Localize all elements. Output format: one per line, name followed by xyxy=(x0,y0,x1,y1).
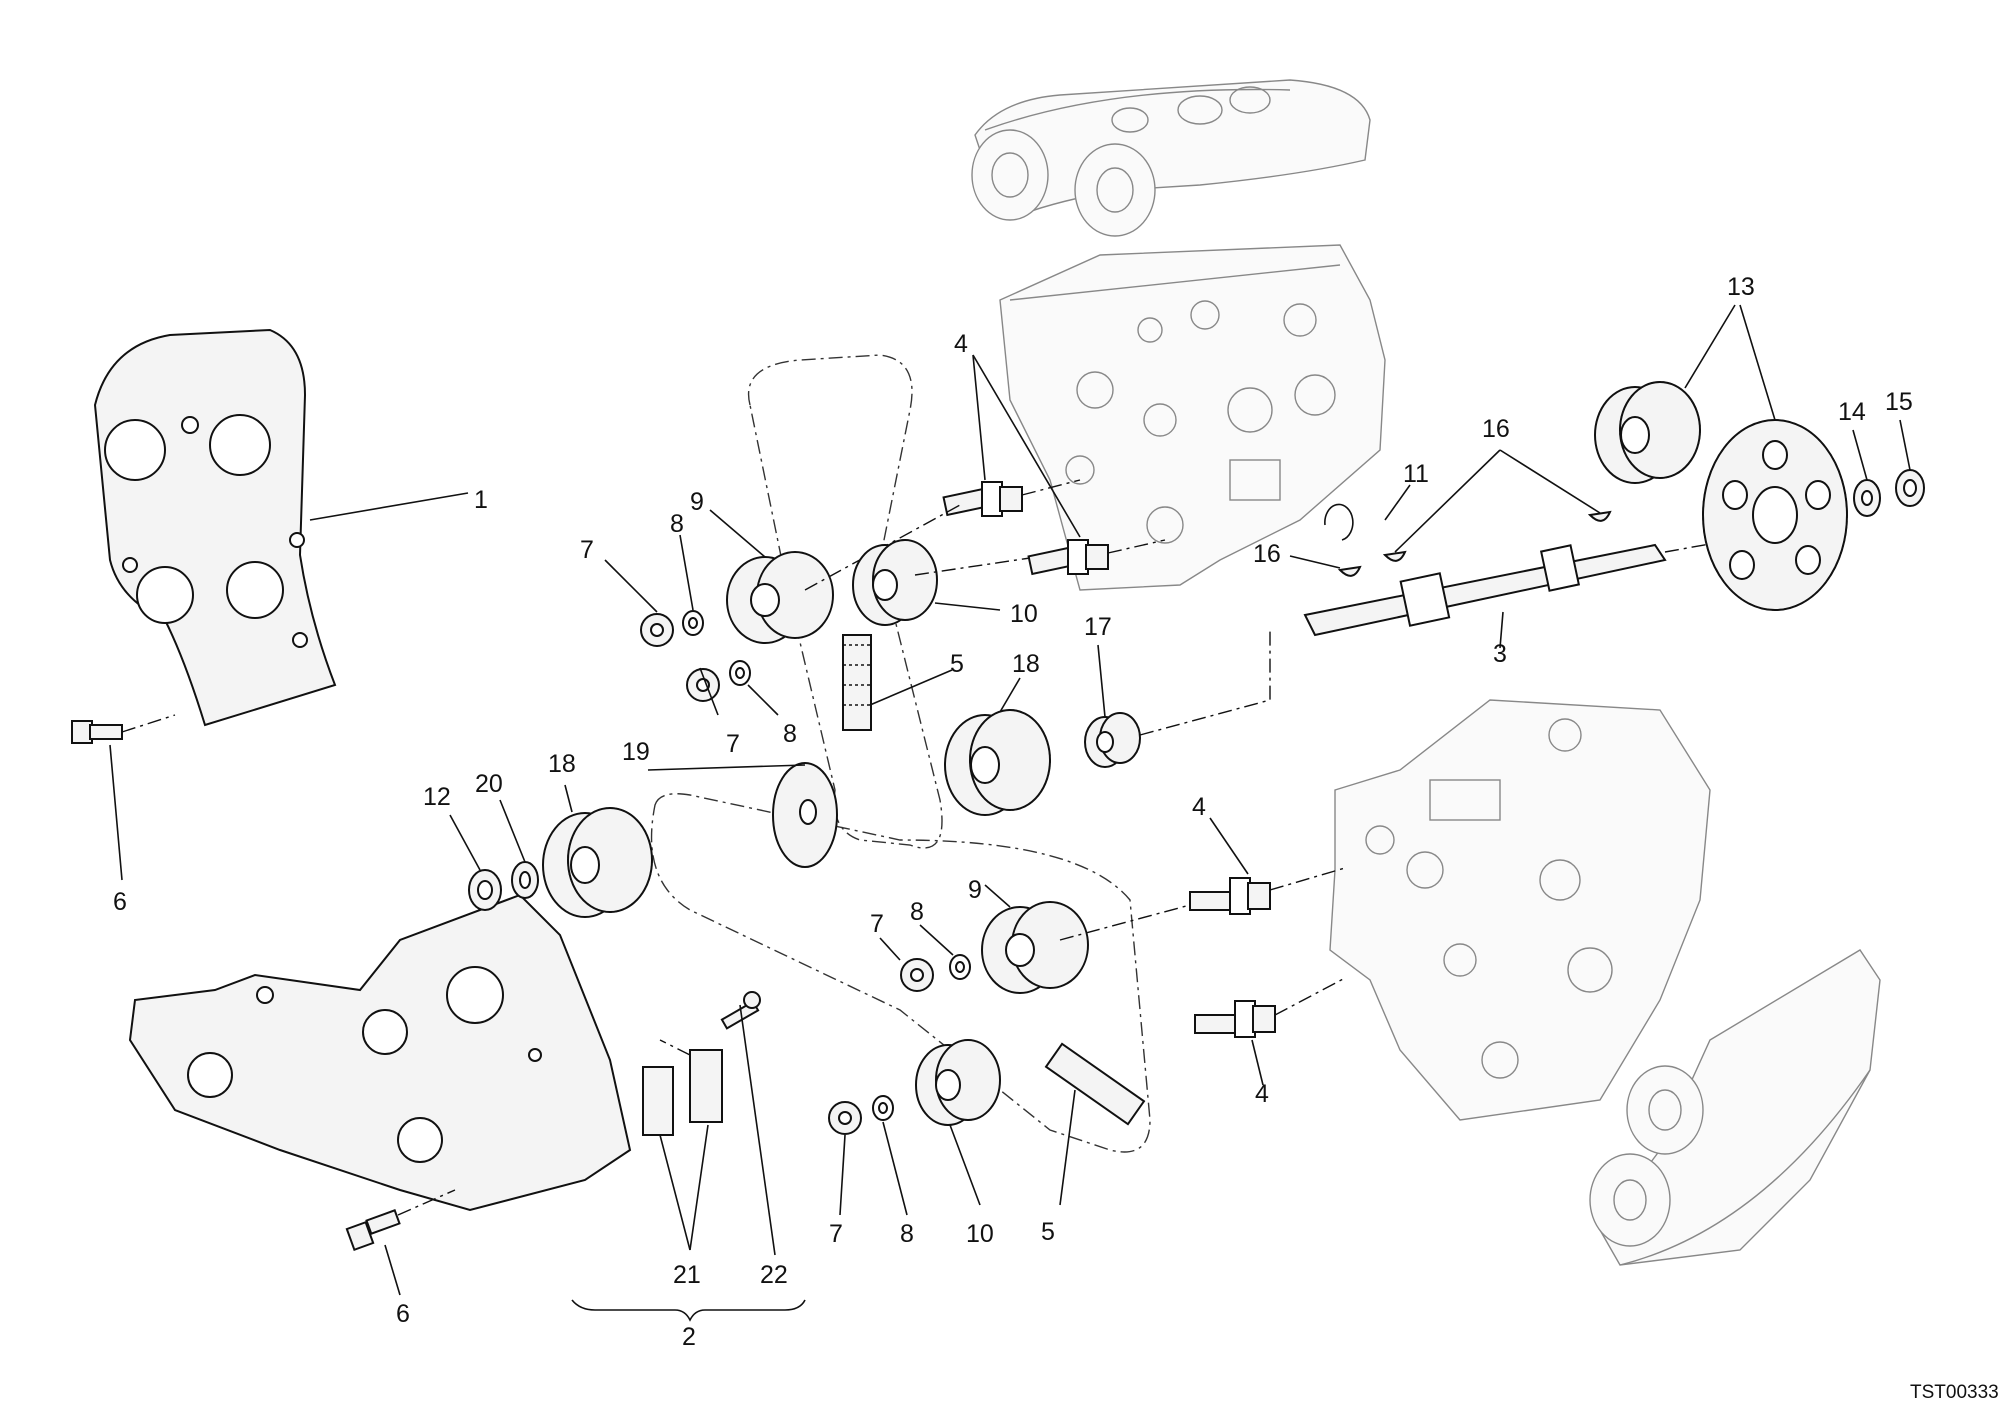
callout-8: 8 xyxy=(783,720,797,748)
stud-4-lower-a xyxy=(1189,867,1346,915)
callout-19: 19 xyxy=(622,738,650,766)
screw-6-upper xyxy=(71,714,176,744)
woodruff-key-16-b xyxy=(1337,565,1362,577)
callout-7: 7 xyxy=(829,1220,843,1248)
callout-20: 20 xyxy=(475,770,503,798)
screw-6-lower xyxy=(345,1189,456,1252)
tensioner-pulley-9-b xyxy=(981,901,1191,994)
ghost-upper-cylinder-head xyxy=(999,244,1386,591)
woodruff-key-16-a xyxy=(1382,550,1407,562)
callout-7: 7 xyxy=(870,910,884,938)
leader-lines xyxy=(109,304,1911,1322)
idler-roller-10-a xyxy=(852,539,1031,626)
callout-11: 11 xyxy=(1403,460,1429,488)
callout-8: 8 xyxy=(670,510,684,538)
circlip-11 xyxy=(1324,503,1354,541)
stud-4-lower-b xyxy=(1194,977,1346,1038)
lower-belt-cover xyxy=(128,893,632,1212)
callout-16: 16 xyxy=(1482,415,1510,443)
nut-7-c xyxy=(900,958,934,992)
sprocket-13-large xyxy=(1702,419,1848,611)
nut-7-d xyxy=(828,1101,862,1135)
callout-13: 13 xyxy=(1727,273,1755,301)
callout-labels: 1 4 4 4 5 5 6 6 7 7 7 7 8 8 8 8 9 9 10 1… xyxy=(113,273,1913,1351)
callout-17: 17 xyxy=(1084,613,1112,641)
callout-10: 10 xyxy=(1010,600,1038,628)
tensioner-pulley-9-a xyxy=(726,504,961,644)
washer-8-c xyxy=(949,954,971,980)
ghost-lower-camshaft-assembly xyxy=(1589,949,1881,1266)
jackshaft xyxy=(1303,534,1761,637)
timing-belt-lower xyxy=(650,793,1151,1153)
nut-12 xyxy=(468,869,502,911)
ghost-top-camshaft-assembly xyxy=(971,79,1371,237)
callout-1: 1 xyxy=(474,486,488,514)
spacer-ring-20 xyxy=(511,861,539,899)
toothed-pulley-18-a xyxy=(944,709,1051,816)
washer-8-d xyxy=(872,1095,894,1121)
callout-8: 8 xyxy=(900,1220,914,1248)
spacer-17 xyxy=(1084,630,1271,768)
timing-belt-upper xyxy=(748,354,943,849)
callout-12: 12 xyxy=(423,783,451,811)
stud-4-upper-b xyxy=(1027,539,1166,576)
callout-7: 7 xyxy=(726,730,740,758)
rubber-pad-21-a xyxy=(642,1066,674,1136)
callout-6: 6 xyxy=(113,888,127,916)
callout-6: 6 xyxy=(396,1300,410,1328)
callout-8: 8 xyxy=(910,898,924,926)
callout-4: 4 xyxy=(954,330,968,358)
callout-5: 5 xyxy=(950,650,964,678)
rubber-pad-21-b xyxy=(659,1039,723,1123)
upper-belt-cover xyxy=(93,328,337,727)
callout-18: 18 xyxy=(1012,650,1040,678)
ghost-lower-cylinder-head xyxy=(1329,699,1711,1121)
callout-9: 9 xyxy=(968,876,982,904)
callout-21: 21 xyxy=(673,1261,701,1289)
woodruff-key-16-c xyxy=(1587,510,1612,522)
toothed-pulley-18-b xyxy=(542,807,653,918)
washer-8-b xyxy=(729,660,751,686)
callout-18: 18 xyxy=(548,750,576,778)
callout-5: 5 xyxy=(1041,1218,1055,1246)
callout-3: 3 xyxy=(1493,640,1507,668)
idler-roller-10-b xyxy=(915,1039,1001,1126)
callout-15: 15 xyxy=(1885,388,1913,416)
nut-15 xyxy=(1895,469,1925,507)
callout-22: 22 xyxy=(760,1261,788,1289)
callout-10: 10 xyxy=(966,1220,994,1248)
washer-14 xyxy=(1853,479,1881,517)
washer-8-a xyxy=(682,610,704,636)
callout-9: 9 xyxy=(690,488,704,516)
nut-7-a xyxy=(640,613,674,647)
callout-4: 4 xyxy=(1192,793,1206,821)
callout-7: 7 xyxy=(580,536,594,564)
callout-4: 4 xyxy=(1255,1080,1269,1108)
callout-16: 16 xyxy=(1253,540,1281,568)
flange-19 xyxy=(772,762,838,868)
drawing-code: TST00333 xyxy=(1910,1382,1999,1403)
callout-14: 14 xyxy=(1838,398,1866,426)
sprocket-13-small xyxy=(1594,381,1701,484)
callout-2: 2 xyxy=(682,1323,696,1351)
